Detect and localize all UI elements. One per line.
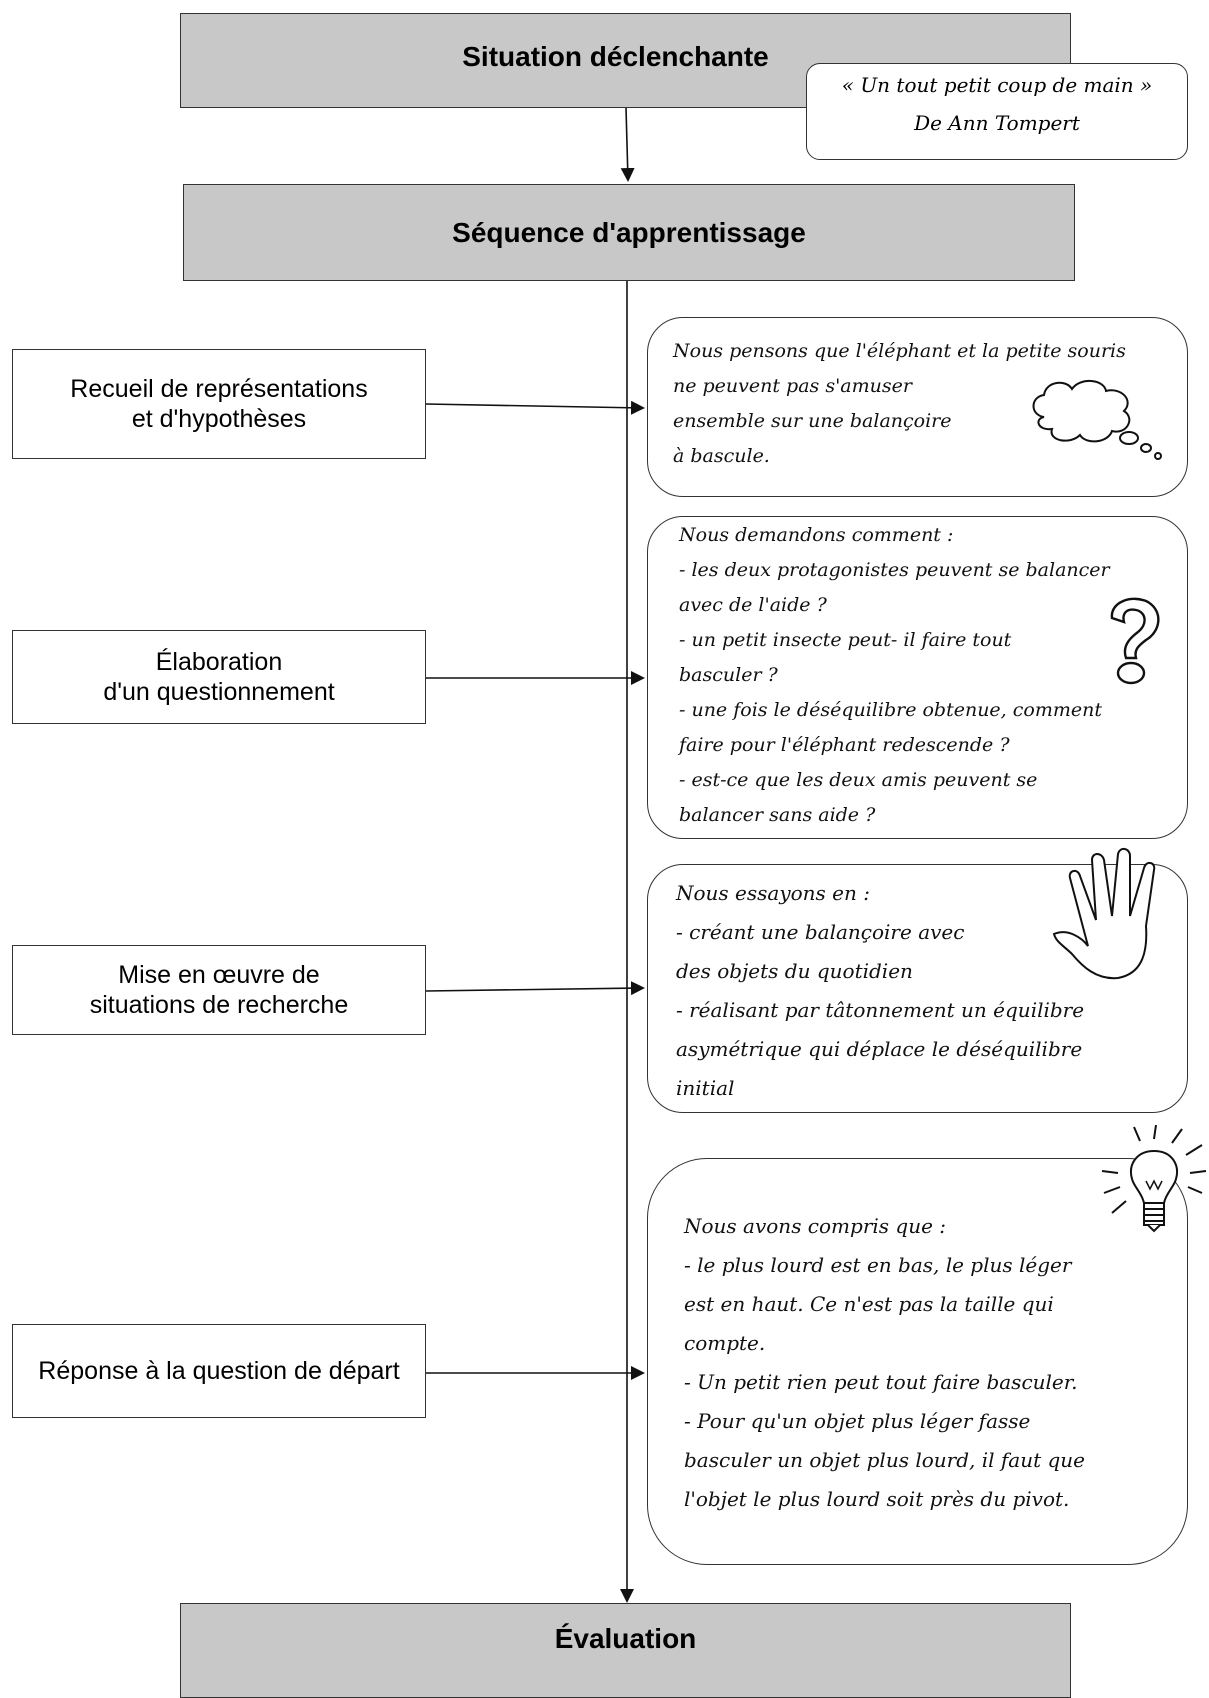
bubble-2-line-4: - un petit insecte peut- il faire tout bbox=[679, 629, 1012, 651]
bubble-4-line-6: - Pour qu'un objet plus léger fasse bbox=[684, 1409, 1031, 1433]
thought-cloud-icon bbox=[1032, 380, 1162, 460]
bubble-3-line-2: - créant une balançoire avec bbox=[676, 920, 965, 944]
sequence-box: Séquence d'apprentissage bbox=[183, 184, 1075, 281]
bubble-questions: Nous demandons comment : - les deux prot… bbox=[647, 516, 1188, 839]
bubble-4-line-7: basculer un objet plus lourd, il faut qu… bbox=[684, 1448, 1085, 1472]
bubble-1-line-4: à bascule. bbox=[673, 445, 770, 467]
step-2-label-line-2: d'un questionnement bbox=[103, 678, 335, 706]
bubble-3-line-5: asymétrique qui déplace le déséquilibre bbox=[676, 1037, 1083, 1061]
bubble-2-line-6: - une fois le déséquilibre obtenue, comm… bbox=[679, 699, 1102, 721]
step-box-reponse: Réponse à la question de départ bbox=[12, 1324, 426, 1418]
book-author: De Ann Tompert bbox=[914, 111, 1080, 135]
step-3-label-line-2: situations de recherche bbox=[89, 991, 349, 1019]
question-mark-icon bbox=[1110, 597, 1160, 685]
bubble-1-line-3: ensemble sur une balançoire bbox=[673, 410, 952, 432]
bubble-2-line-1: Nous demandons comment : bbox=[679, 524, 954, 546]
step-1-label-line-1: Recueil de représentations bbox=[70, 375, 368, 403]
book-reference-box: « Un tout petit coup de main » De Ann To… bbox=[806, 63, 1188, 160]
evaluation-title: Évaluation bbox=[554, 1622, 697, 1654]
bubble-2-line-3: avec de l'aide ? bbox=[679, 594, 827, 616]
step-2-label-line-1: Élaboration bbox=[155, 648, 283, 676]
bubble-2-line-7: faire pour l'éléphant redescende ? bbox=[679, 734, 1010, 756]
evaluation-box: Évaluation bbox=[180, 1603, 1071, 1698]
bubble-2-line-2: - les deux protagonistes peuvent se bala… bbox=[679, 559, 1110, 581]
bubble-1-line-1: Nous pensons que l'éléphant et la petite… bbox=[673, 340, 1126, 362]
step-box-questionnement: Élaboration d'un questionnement bbox=[12, 630, 426, 724]
bubble-2-line-9: balancer sans aide ? bbox=[679, 804, 876, 826]
bubble-3-line-1: Nous essayons en : bbox=[676, 881, 870, 905]
bubble-4-line-8: l'objet le plus lourd soit près du pivot… bbox=[684, 1487, 1070, 1511]
step-box-representations: Recueil de représentations et d'hypothès… bbox=[12, 349, 426, 459]
lightbulb-icon bbox=[1101, 1125, 1207, 1233]
bubble-4-line-4: compte. bbox=[684, 1331, 766, 1355]
sequence-title: Séquence d'apprentissage bbox=[452, 216, 806, 248]
bubble-1-line-2: ne peuvent pas s'amuser bbox=[673, 375, 912, 397]
bubble-4-line-2: - le plus lourd est en bas, le plus lége… bbox=[684, 1253, 1072, 1277]
step-1-label-line-2: et d'hypothèses bbox=[131, 405, 307, 433]
bubble-2-line-8: - est-ce que les deux amis peuvent se bbox=[679, 769, 1038, 791]
bubble-3-line-3: des objets du quotidien bbox=[676, 959, 913, 983]
bubble-hypotheses: Nous pensons que l'éléphant et la petite… bbox=[647, 317, 1188, 497]
book-title: « Un tout petit coup de main » bbox=[841, 73, 1153, 97]
arrow-situation-to-sequence bbox=[620, 107, 635, 182]
arrow-step-3 bbox=[425, 981, 645, 996]
bubble-4-line-3: est en haut. Ce n'est pas la taille qui bbox=[684, 1292, 1054, 1316]
step-3-label-line-1: Mise en œuvre de bbox=[118, 961, 320, 989]
bubble-3-line-4: - réalisant par tâtonnement un équilibre bbox=[676, 998, 1085, 1022]
bubble-2-line-5: basculer ? bbox=[679, 664, 778, 686]
bubble-3-line-6: initial bbox=[676, 1076, 735, 1100]
step-box-recherche: Mise en œuvre de situations de recherche bbox=[12, 945, 426, 1035]
step-4-label-line-1: Réponse à la question de départ bbox=[38, 1357, 400, 1385]
bubble-4-line-5: - Un petit rien peut tout faire basculer… bbox=[684, 1370, 1078, 1394]
arrow-step-1 bbox=[425, 400, 645, 415]
bubble-conclusions: Nous avons compris que : - le plus lourd… bbox=[647, 1158, 1188, 1565]
situation-title: Situation déclenchante bbox=[462, 40, 769, 72]
bubble-4-line-1: Nous avons compris que : bbox=[684, 1214, 947, 1238]
hand-icon bbox=[1052, 848, 1156, 980]
